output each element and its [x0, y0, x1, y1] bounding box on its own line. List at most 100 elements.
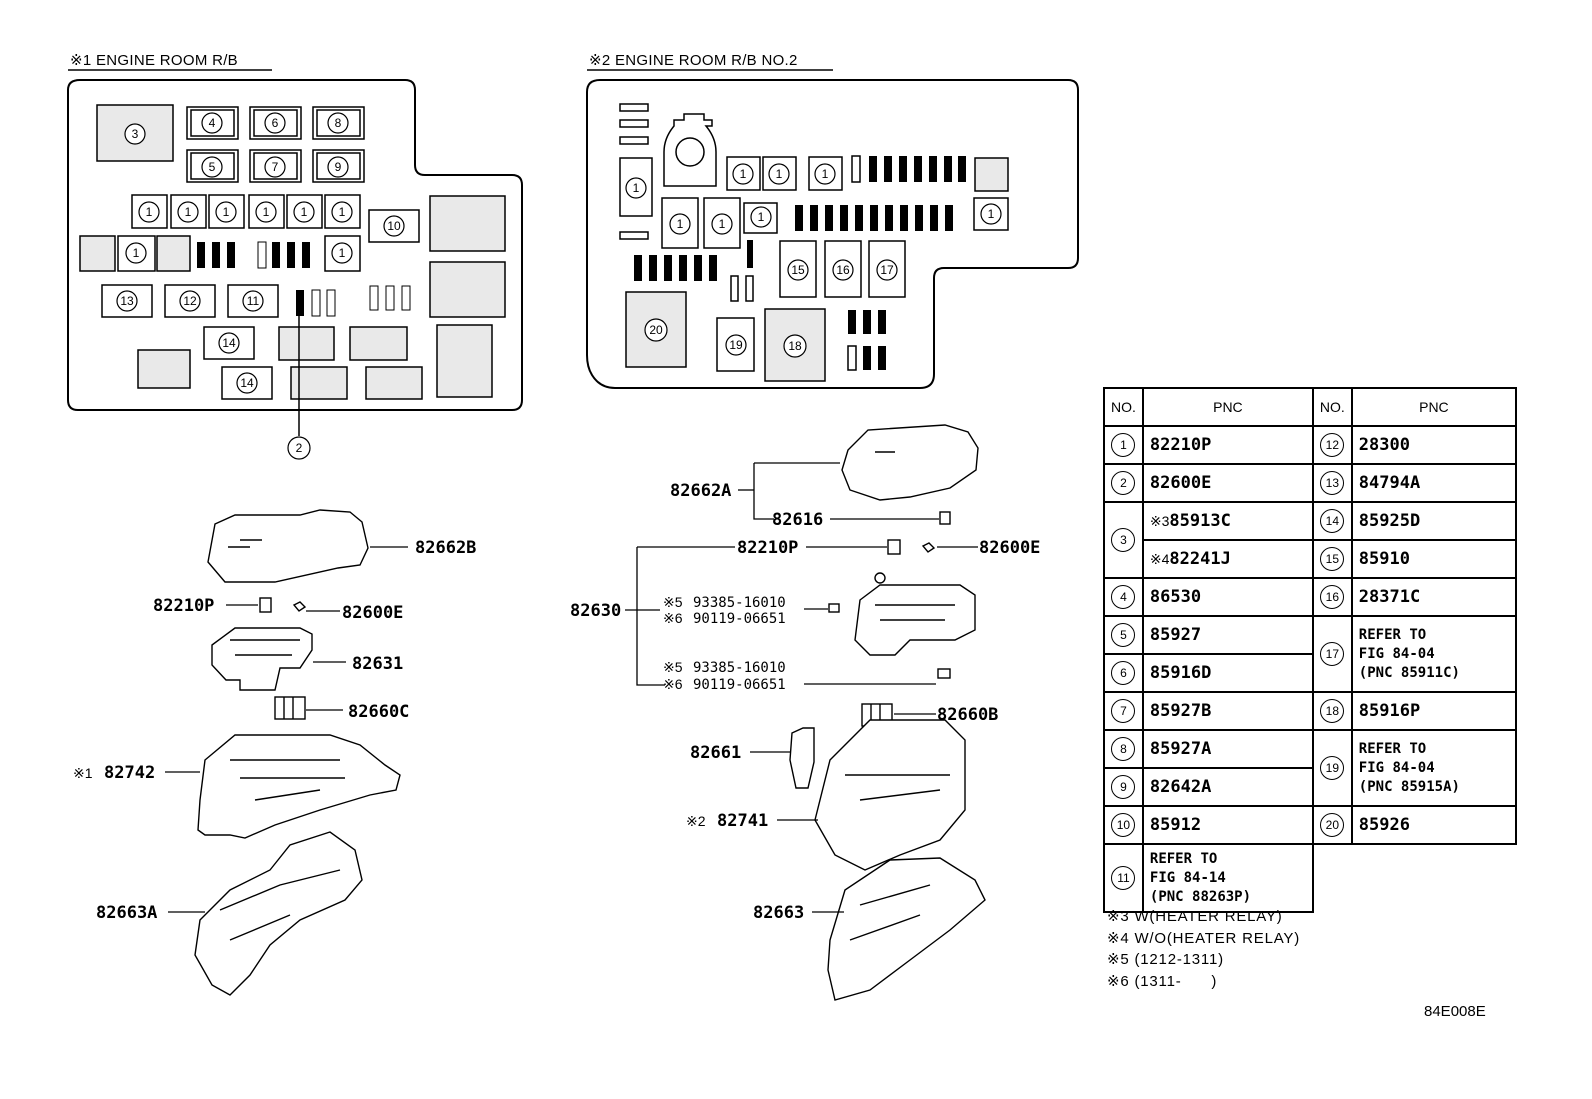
- callout-1: 1: [301, 205, 308, 219]
- left-section-title: ※1 ENGINE ROOM R/B: [70, 52, 238, 69]
- pnc-cell: 82642A: [1141, 767, 1314, 807]
- part-82210P: 82210P: [153, 596, 214, 616]
- part-82663: 82663: [753, 903, 804, 923]
- refer-line: (PNC 85911C): [1358, 664, 1460, 681]
- row-number: 20: [1320, 813, 1345, 837]
- right-relay-box-outline: [586, 79, 1079, 389]
- callout-1: 1: [263, 205, 270, 219]
- callout-9: 9: [335, 160, 342, 174]
- pnc-cell: 28371C: [1350, 577, 1518, 617]
- note-prefix: ※3: [1149, 513, 1170, 529]
- row-number: 10: [1111, 813, 1136, 837]
- row-number: 7: [1111, 699, 1136, 723]
- footnote: ※4 W/O(HEATER RELAY): [1107, 929, 1301, 947]
- refer-line: REFER TO: [1358, 626, 1427, 643]
- table-row: 7 85927B 18 85916P: [1103, 691, 1518, 731]
- pnc-cell: 85910: [1350, 539, 1518, 579]
- callout-1: 1: [988, 207, 995, 221]
- row-number: 2: [1111, 471, 1136, 495]
- callout-1: 1: [185, 205, 192, 219]
- refer-cell: REFER TO FIG 84-14 (PNC 88263P): [1141, 843, 1314, 913]
- left-relay-box-outline: [67, 79, 523, 411]
- part-93385-16010: 93385-16010: [693, 660, 786, 676]
- row-number: 8: [1111, 737, 1136, 761]
- callout-6: 6: [272, 116, 279, 130]
- callout-4: 4: [209, 116, 216, 130]
- row-number: 11: [1111, 866, 1136, 890]
- pnc-cell: ※482241J: [1141, 539, 1314, 579]
- row-number: 12: [1320, 433, 1345, 457]
- left-box-prefix: ※1: [73, 765, 93, 781]
- row-number: 19: [1320, 756, 1345, 780]
- part-82662B: 82662B: [415, 538, 476, 558]
- part-82210P: 82210P: [737, 538, 798, 558]
- row-number: 13: [1320, 471, 1345, 495]
- footnote: ※3 W(HEATER RELAY): [1107, 908, 1283, 925]
- pnc-value: 82241J: [1169, 549, 1231, 569]
- callout-8: 8: [335, 116, 342, 130]
- row-number: 3: [1111, 528, 1136, 552]
- figure-id: 84E008E: [1424, 1003, 1486, 1020]
- table-row: 2 82600E 13 84794A: [1103, 463, 1518, 503]
- part-82600E: 82600E: [342, 603, 403, 623]
- pnc-cell: 85912: [1141, 805, 1314, 845]
- bolt-note-prefix: ※6: [663, 610, 683, 626]
- callout-10: 10: [387, 219, 401, 233]
- table-row: 4 86530 16 28371C: [1103, 577, 1518, 617]
- callout-18: 18: [788, 339, 802, 353]
- bolt-note-prefix: ※6: [663, 676, 683, 692]
- table-row: 10 85912 20 85926: [1103, 805, 1518, 845]
- refer-line: (PNC 85915A): [1358, 778, 1460, 795]
- refer-line: (PNC 88263P): [1149, 888, 1252, 905]
- callout-1: 1: [633, 181, 640, 195]
- callout-12: 12: [183, 294, 197, 308]
- pnc-cell: 85926: [1350, 805, 1518, 845]
- row-number: 4: [1111, 585, 1136, 609]
- footnote: ※5 (1212-1311): [1107, 951, 1224, 968]
- callout-15: 15: [791, 263, 805, 277]
- pnc-cell: 85927A: [1141, 729, 1314, 769]
- right-box-prefix: ※2: [686, 813, 706, 829]
- table-row: 3 ※385913C 14 85925D: [1103, 501, 1518, 579]
- right-exploded-parts: [789, 424, 986, 1001]
- table-row: 1 82210P 12 28300: [1103, 425, 1518, 465]
- callout-13: 13: [120, 294, 134, 308]
- pnc-cell: 85927: [1141, 615, 1314, 655]
- table-row: 5 85927 17 REFER TO FIG 84-04 (PNC 85911…: [1103, 615, 1518, 693]
- row-number: 17: [1320, 642, 1345, 666]
- row-number: 14: [1320, 509, 1345, 533]
- callout-1: 1: [339, 246, 346, 260]
- callout-11: 11: [247, 294, 260, 308]
- callout-1: 1: [223, 205, 230, 219]
- pnc-cell: 85916P: [1350, 691, 1518, 731]
- table-row: 8 85927A 19 REFER TO FIG 84-04 (PNC 8591…: [1103, 729, 1518, 807]
- part-82741: 82741: [717, 811, 768, 831]
- pnc-cell: 82600E: [1141, 463, 1314, 503]
- pnc-cell: 28300: [1350, 425, 1518, 465]
- table-row: 11 REFER TO FIG 84-14 (PNC 88263P): [1103, 843, 1516, 913]
- row-number: 16: [1320, 585, 1345, 609]
- row-number: 6: [1111, 661, 1136, 685]
- part-82742: 82742: [104, 763, 155, 783]
- callout-1: 1: [677, 217, 684, 231]
- part-82660C: 82660C: [348, 702, 409, 722]
- part-90119-06651: 90119-06651: [693, 611, 786, 627]
- refer-line: FIG 84-04: [1358, 645, 1435, 662]
- callout-19: 19: [729, 338, 743, 352]
- pnc-cell: 85916D: [1141, 653, 1314, 693]
- refer-line: FIG 84-04: [1358, 759, 1435, 776]
- callout-1: 1: [758, 210, 765, 224]
- table-row: ※482241J 15 85910: [1104, 539, 1518, 579]
- callout-1: 1: [740, 167, 747, 181]
- row-number: 18: [1320, 699, 1345, 723]
- refer-line: FIG 84-14: [1149, 869, 1226, 886]
- callout-14: 14: [222, 336, 236, 350]
- table-header-no: NO.: [1311, 387, 1353, 427]
- refer-line: REFER TO: [1358, 740, 1427, 757]
- callout-5: 5: [209, 160, 216, 174]
- refer-cell: REFER TO FIG 84-04 (PNC 85911C): [1350, 615, 1518, 693]
- callout-1: 1: [339, 205, 346, 219]
- callout-2: 2: [296, 441, 303, 455]
